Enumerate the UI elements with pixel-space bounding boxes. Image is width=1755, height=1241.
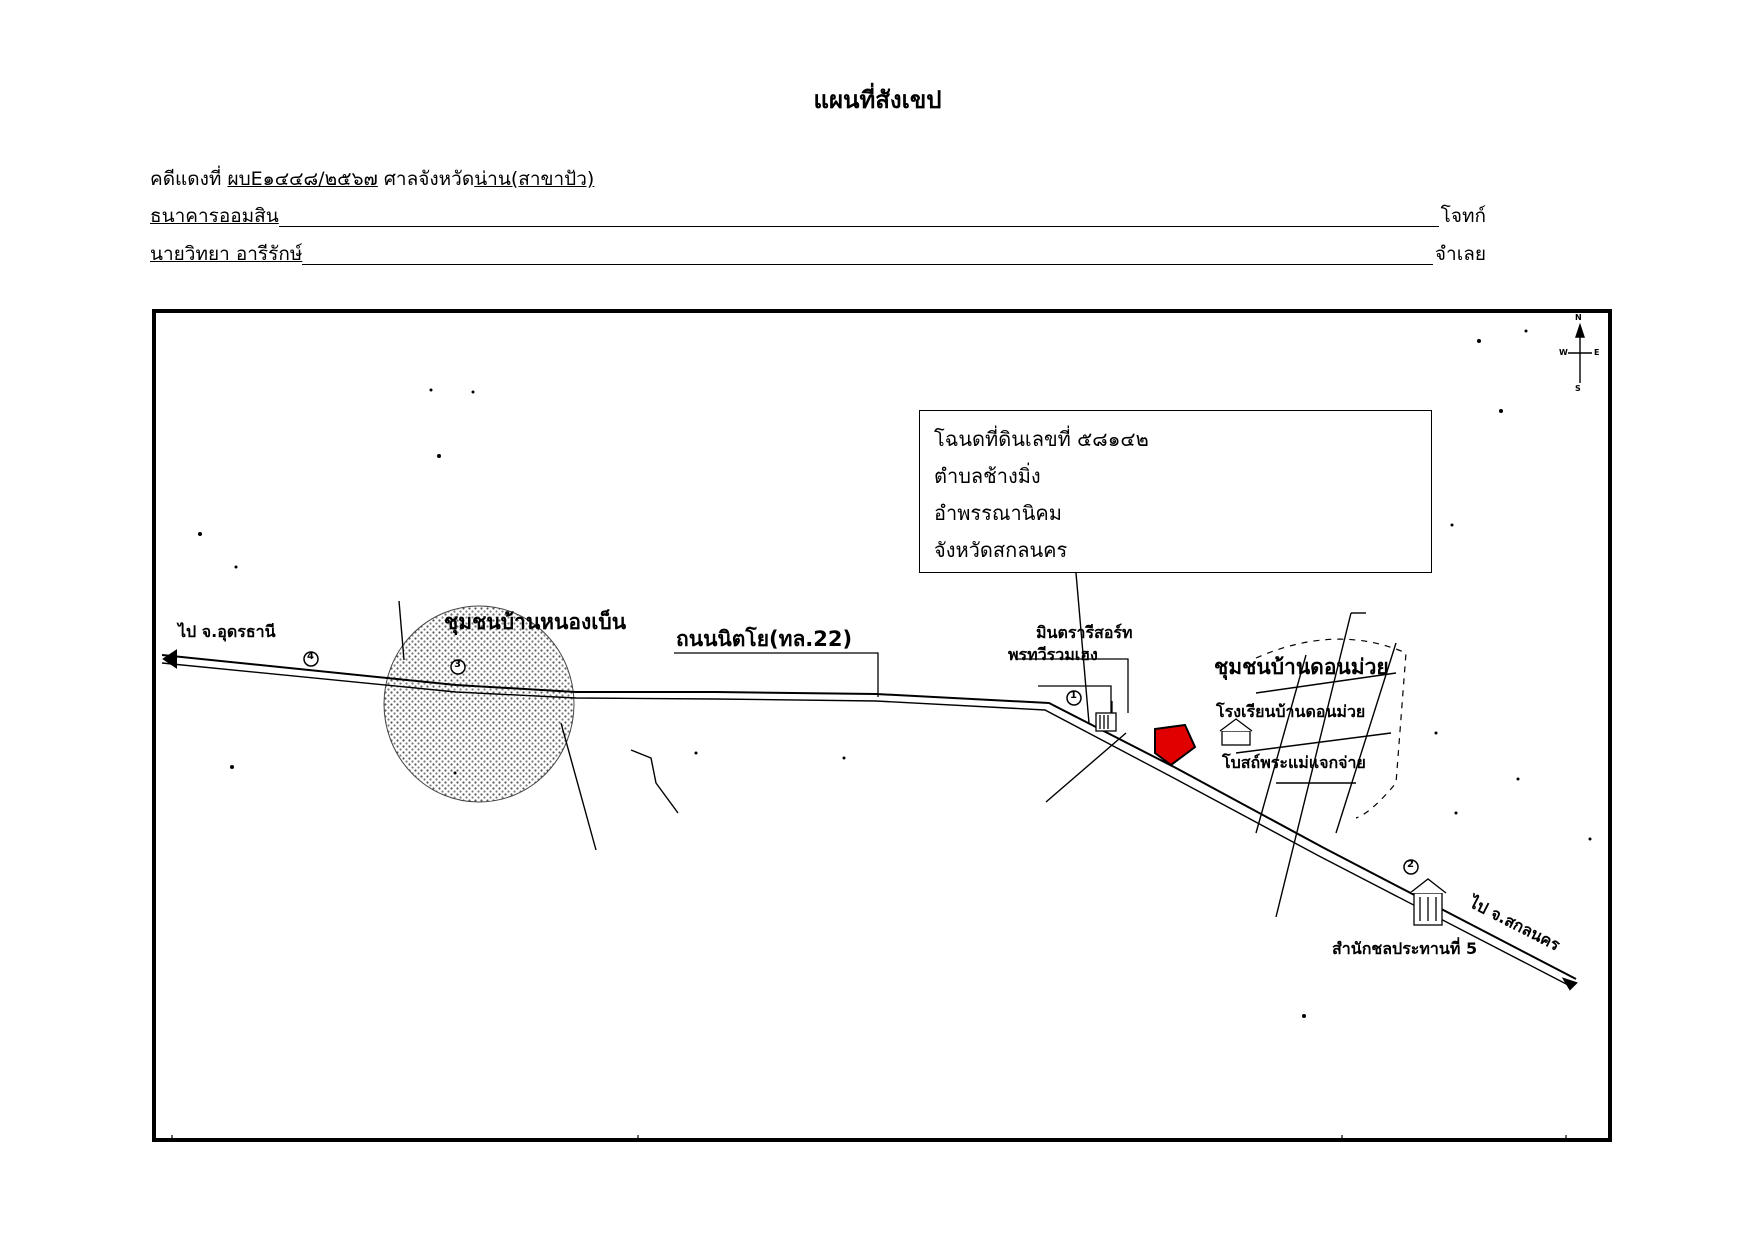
secondary-roads: [398, 572, 1397, 918]
deed-info-box: โฉนดที่ดินเลขที่ ๕๘๑๔๒ ตำบลช้างมิ่ง อำพร…: [919, 410, 1432, 573]
building-icons: [1095, 712, 1447, 926]
compass: [1568, 322, 1592, 383]
page-title: แผนที่สังเขป: [813, 86, 942, 114]
marker-3: 3: [454, 659, 461, 670]
map-frame: ไป จ.อุดรธานี ชุมชนบ้านหนองเบ็น ถนนนิตโย…: [152, 309, 1612, 1142]
school-label: โรงเรียนบ้านดอนม่วย: [1216, 702, 1366, 721]
plaintiff-line: ธนาคารออมสิน โจทก์: [150, 201, 1486, 231]
court-name: น่าน(สาขาปัว): [474, 168, 595, 190]
community-east-label: ชุมชนบ้านดอนม่วย: [1214, 655, 1389, 679]
marker-4: 4: [307, 651, 314, 662]
defendant-role: จำเลย: [1434, 243, 1486, 265]
defendant-underline: [302, 264, 1433, 265]
plaintiff-underline: [278, 226, 1439, 227]
plaintiff-name: ธนาคารออมสิน: [150, 205, 279, 227]
deed-line-4: จังหวัดสกลนคร: [934, 538, 1068, 562]
marker-2: 2: [1407, 859, 1414, 870]
compass-e: E: [1594, 348, 1600, 357]
compass-n: N: [1575, 313, 1582, 322]
deed-line-2: ตำบลช้างมิ่ง: [934, 464, 1041, 488]
map-drawing: [161, 322, 1592, 1138]
case-prefix: คดีแดงที่: [150, 168, 228, 190]
deed-line-3: อำพรรณานิคม: [934, 501, 1062, 525]
case-number: ผบE๑๔๔๘/๒๕๖๗: [227, 168, 378, 190]
community-west-area: [383, 605, 575, 803]
compass-s: S: [1575, 384, 1581, 393]
subject-parcel: [1154, 723, 1197, 767]
church-label: โบสถ์พระแม่แจกจ่าย: [1222, 753, 1366, 772]
road-name-label: ถนนนิตโย(ทล.22): [676, 627, 853, 651]
case-line: คดีแดงที่ ผบE๑๔๔๘/๒๕๖๗ ศาลจังหวัดน่าน(สา…: [150, 164, 594, 194]
defendant-line: นายวิทยา อารีรักษ์ จำเลย: [150, 239, 1486, 269]
defendant-name: นายวิทยา อารีรักษ์: [150, 243, 303, 265]
compass-w: W: [1559, 348, 1568, 357]
plaintiff-role: โจทก์: [1440, 205, 1486, 227]
map-specks: [198, 329, 1592, 1018]
office-label: สำนักชลประทานที่ 5: [1332, 939, 1478, 958]
community-west-label: ชุมชนบ้านหนองเบ็น: [444, 610, 627, 634]
main-road: [161, 654, 1577, 988]
store-name-label: มินตรารีสอร์ท: [1036, 623, 1133, 642]
to-west-label: ไป จ.อุดรธานี: [178, 622, 276, 641]
direction-arrows: [162, 649, 1578, 991]
leader-lines: [674, 652, 1129, 718]
deed-line-1: โฉนดที่ดินเลขที่ ๕๘๑๔๒: [934, 427, 1149, 451]
shop-name-label: พรทวีรวมเฮง: [1008, 645, 1098, 664]
court-prefix: ศาลจังหวัด: [377, 168, 475, 190]
route-markers: [303, 651, 1419, 875]
bottom-ticks: [171, 1135, 1567, 1138]
marker-1: 1: [1070, 690, 1077, 701]
